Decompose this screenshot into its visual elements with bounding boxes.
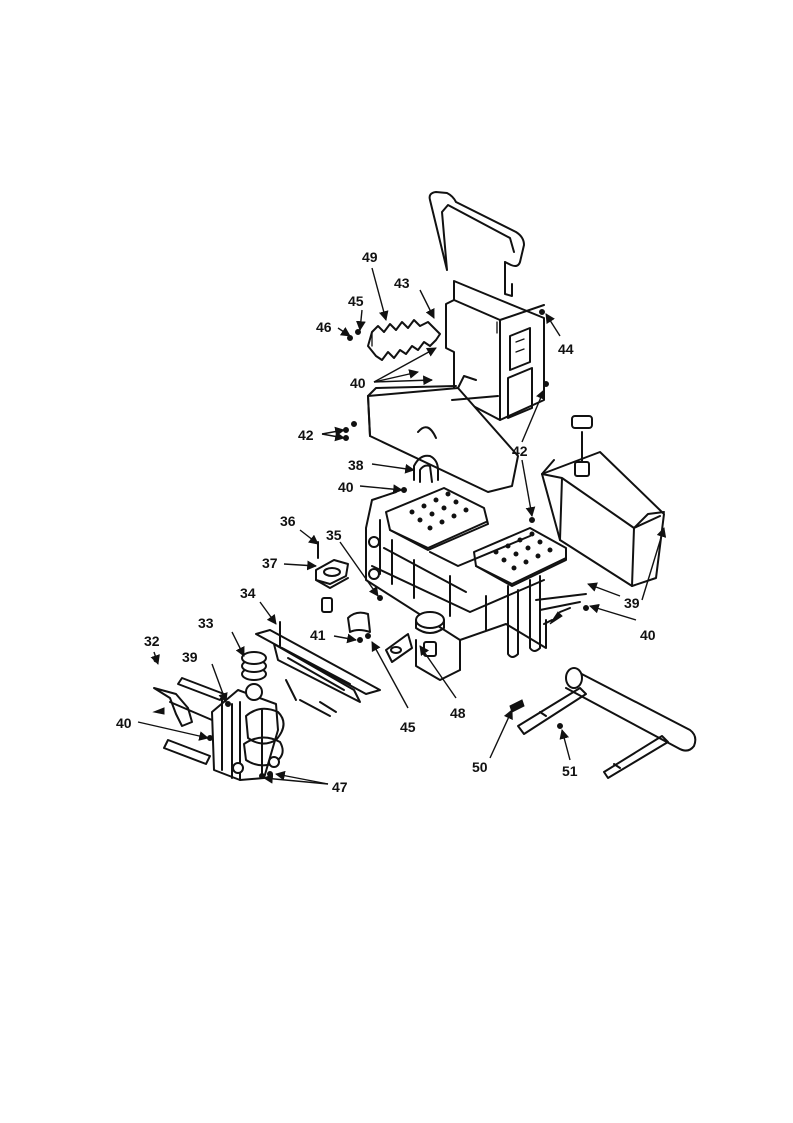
- callout-33: 33: [198, 615, 214, 631]
- callout-41: 41: [310, 627, 326, 643]
- callout-40: 40: [116, 715, 132, 731]
- callout-labels: 49 43 45 46 44 40 42 42 38 40 36 35 37 3…: [116, 249, 656, 795]
- callout-43: 43: [394, 275, 410, 291]
- callout-45: 45: [400, 719, 416, 735]
- leader-lines: [137, 267, 667, 785]
- callout-50: 50: [472, 759, 488, 775]
- callout-36: 36: [280, 513, 296, 529]
- callout-40: 40: [350, 375, 366, 391]
- callout-51: 51: [562, 763, 578, 779]
- callout-44: 44: [558, 341, 574, 357]
- cross-shaft-34: [255, 621, 381, 717]
- main-housing: [367, 375, 519, 493]
- chute-35: [347, 611, 371, 633]
- foot-plate-right: [473, 527, 567, 587]
- callout-48: 48: [450, 705, 466, 721]
- handle-bar: [428, 191, 525, 297]
- callout-34: 34: [240, 585, 256, 601]
- callout-40: 40: [338, 479, 354, 495]
- fuel-tank: [541, 415, 665, 587]
- hitch-assembly: [152, 677, 285, 781]
- callout-45: 45: [348, 293, 364, 309]
- callout-39: 39: [182, 649, 198, 665]
- callout-42: 42: [512, 443, 528, 459]
- callout-42: 42: [298, 427, 314, 443]
- callout-37: 37: [262, 555, 278, 571]
- bracket-38: [413, 454, 439, 483]
- rear-axle: [509, 667, 697, 779]
- main-frame: [365, 491, 547, 681]
- callout-39: 39: [624, 595, 640, 611]
- callout-49: 49: [362, 249, 378, 265]
- pulley-33: [241, 651, 267, 701]
- callout-32: 32: [144, 633, 160, 649]
- callout-40: 40: [640, 627, 656, 643]
- callout-47: 47: [332, 779, 348, 795]
- callout-35: 35: [326, 527, 342, 543]
- plate-37: [315, 541, 349, 613]
- side-levers: [535, 593, 587, 625]
- pulley-48: [385, 611, 445, 663]
- foot-plate-left: [385, 487, 489, 551]
- callout-38: 38: [348, 457, 364, 473]
- callout-46: 46: [316, 319, 332, 335]
- serrated-cover-49: [367, 319, 441, 361]
